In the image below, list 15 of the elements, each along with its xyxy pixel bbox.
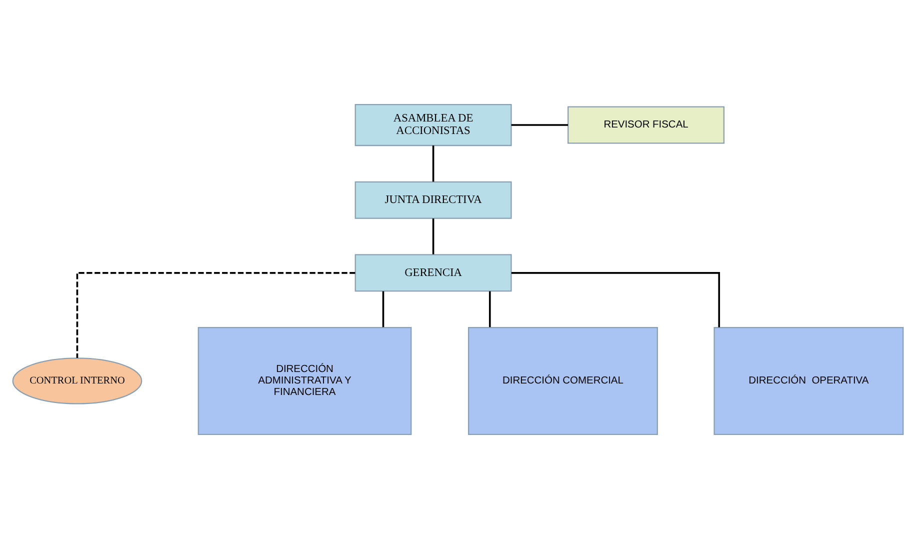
node-box: DIRECCIÓN OPERATIVA	[714, 326, 904, 435]
connector	[432, 218, 434, 254]
node-box: ASAMBLEA DE ACCIONISTAS	[354, 103, 512, 146]
node-box: GERENCIA	[354, 254, 512, 292]
connector	[511, 124, 568, 126]
node-ellipse: CONTROL INTERNO	[12, 357, 142, 404]
connector	[76, 272, 356, 358]
connector	[511, 272, 720, 327]
node-box: DIRECCIÓN COMERCIAL	[468, 326, 658, 435]
node-box: REVISOR FISCAL	[568, 106, 725, 144]
connector	[432, 145, 434, 182]
connector	[382, 290, 384, 327]
node-box: JUNTA DIRECTIVA	[354, 180, 512, 218]
node-box: DIRECCIÓN ADMINISTRATIVA Y FINANCIERA	[198, 326, 412, 435]
connector	[488, 290, 491, 327]
